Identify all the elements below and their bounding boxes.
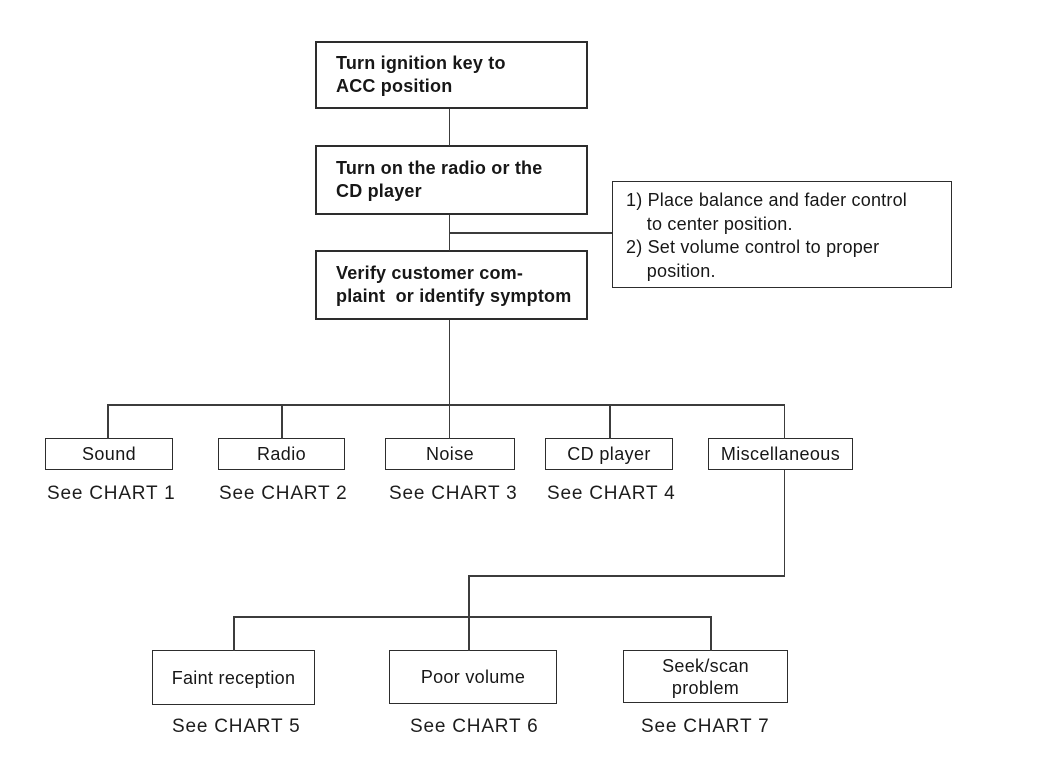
node-poor-volume: Poor volume <box>389 650 557 704</box>
connector-misc-elbow <box>468 575 785 577</box>
node-noise: Noise <box>385 438 515 470</box>
node-miscellaneous: Miscellaneous <box>708 438 853 470</box>
label-see-chart-7: See CHART 7 <box>641 716 770 737</box>
connector-drop-faint-reception <box>233 616 235 651</box>
node-sound: Sound <box>45 438 173 470</box>
node-faint-reception: Faint reception <box>152 650 315 705</box>
connector-branch-bus <box>107 404 785 406</box>
label-see-chart-1: See CHART 1 <box>47 483 176 504</box>
node-cd-player-label: CD player <box>567 443 651 464</box>
label-see-chart-5: See CHART 5 <box>172 716 301 737</box>
label-see-chart-6: See CHART 6 <box>410 716 539 737</box>
label-see-chart-4: See CHART 4 <box>547 483 676 504</box>
node-sound-label: Sound <box>81 443 137 464</box>
connector-to-note-box <box>449 232 612 234</box>
node-seek-scan-problem: Seek/scan problem <box>623 650 788 703</box>
connector-drop-sound <box>107 404 109 439</box>
connector-sub-branch-bus <box>233 616 711 618</box>
node-turn-ignition-key: Turn ignition key to ACC position <box>315 41 588 109</box>
node-seek-scan-problem-label: Seek/scan problem <box>662 655 749 698</box>
connector-drop-miscellaneous <box>783 404 785 439</box>
connector-drop-radio <box>281 404 283 439</box>
node-poor-volume-label: Poor volume <box>420 667 526 687</box>
label-see-chart-3: See CHART 3 <box>389 483 518 504</box>
connector-step3-branches <box>448 320 450 439</box>
connector-step1-step2 <box>448 109 450 146</box>
connector-drop-seek-scan <box>710 616 712 651</box>
node-turn-on-radio: Turn on the radio or the CD player <box>315 145 588 215</box>
note-box-balance-volume: 1) Place balance and fader control to ce… <box>612 181 952 288</box>
node-radio: Radio <box>218 438 345 470</box>
note-box-text: 1) Place balance and fader control to ce… <box>626 190 907 281</box>
node-cd-player: CD player <box>545 438 673 470</box>
node-noise-label: Noise <box>425 443 475 464</box>
connector-misc-down <box>783 470 785 576</box>
node-verify-complaint-label: Verify customer com- plaint or identify … <box>336 263 572 306</box>
connector-drop-cd-player <box>609 404 611 439</box>
connector-drop-poor-volume <box>468 575 470 651</box>
node-verify-complaint: Verify customer com- plaint or identify … <box>315 250 588 320</box>
node-turn-ignition-key-label: Turn ignition key to ACC position <box>336 53 506 96</box>
node-radio-label: Radio <box>256 443 307 464</box>
node-turn-on-radio-label: Turn on the radio or the CD player <box>336 158 543 201</box>
label-see-chart-2: See CHART 2 <box>219 483 348 504</box>
node-faint-reception-label: Faint reception <box>171 667 296 688</box>
node-miscellaneous-label: Miscellaneous <box>720 443 841 464</box>
